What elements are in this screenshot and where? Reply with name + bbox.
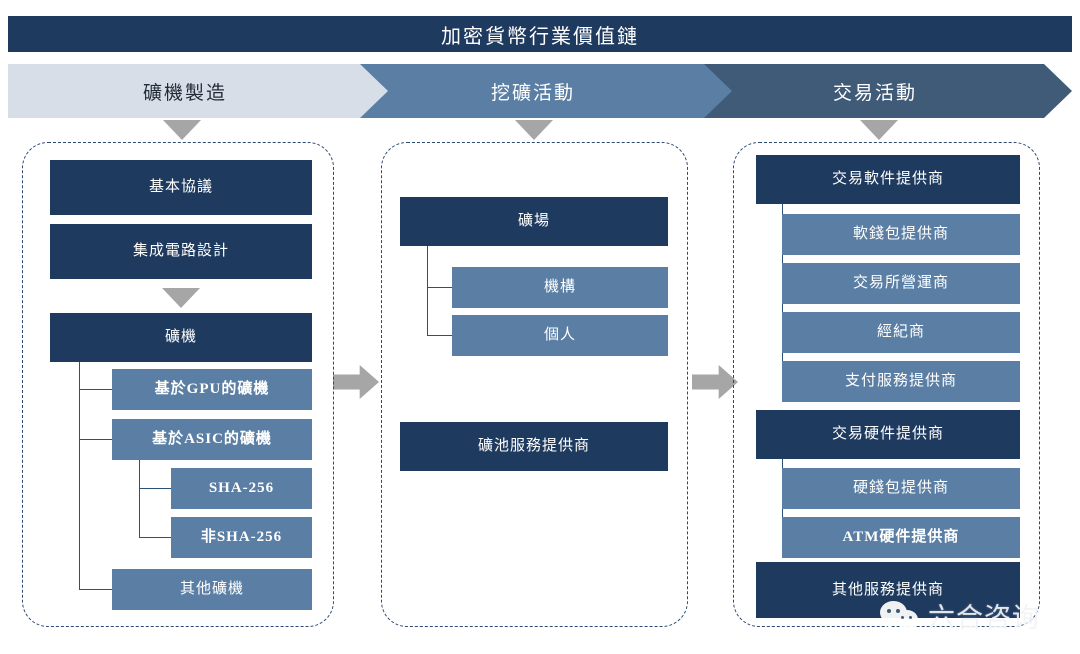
wechat-eye <box>901 615 904 619</box>
connector-trunk-miner <box>79 362 81 590</box>
wechat-eye <box>909 615 912 619</box>
down-arrow-icon-mining <box>515 120 553 140</box>
chevron-shape <box>704 64 1072 118</box>
stage-chevron-trading[interactable]: 交易活動 <box>704 64 1072 118</box>
node-non-sha256[interactable]: 非SHA-256 <box>171 517 312 558</box>
node-trade-hardware-provider[interactable]: 交易硬件提供商 <box>756 410 1020 459</box>
down-arrow-icon-hardware <box>163 120 201 140</box>
node-broker[interactable]: 經紀商 <box>782 312 1020 353</box>
node-exchange-operator[interactable]: 交易所營運商 <box>782 263 1020 304</box>
stage-chevron-hardware[interactable]: 礦機製造 <box>8 64 388 118</box>
watermark: 六合咨询 <box>880 596 1040 635</box>
node-hard-wallet-provider[interactable]: 硬錢包提供商 <box>782 468 1020 509</box>
node-pool-service-provider[interactable]: 礦池服務提供商 <box>400 422 668 471</box>
node-asic-miner[interactable]: 基於ASIC的礦機 <box>112 419 312 460</box>
chevron-shape <box>360 64 732 118</box>
chart-title-bar: 加密貨幣行業價值鏈 <box>8 16 1072 52</box>
connector-branch-non-sha256 <box>139 537 171 539</box>
column-container-mining-hardware <box>22 142 334 627</box>
node-mining-farm[interactable]: 礦場 <box>400 197 668 246</box>
node-institution[interactable]: 機構 <box>452 267 668 308</box>
column-container-mining-activity <box>381 142 688 627</box>
wechat-eye <box>896 608 900 613</box>
connector-branch-asic <box>79 439 112 441</box>
wechat-eye <box>887 608 891 613</box>
node-basic-protocol[interactable]: 基本協議 <box>50 160 312 215</box>
connector-branch-gpu <box>79 389 112 391</box>
node-miner[interactable]: 礦機 <box>50 313 312 362</box>
node-soft-wallet-provider[interactable]: 軟錢包提供商 <box>782 214 1020 255</box>
flow-arrow-icon-1 <box>333 365 379 399</box>
node-sha256[interactable]: SHA-256 <box>171 468 312 509</box>
down-arrow-icon-trading <box>860 120 898 140</box>
stage-label-hardware: 礦機製造 <box>142 82 227 104</box>
node-individual[interactable]: 個人 <box>452 315 668 356</box>
node-ic-design[interactable]: 集成電路設計 <box>50 224 312 279</box>
arrow-shape <box>692 365 738 399</box>
stage-label-mining: 挖礦活動 <box>490 82 575 104</box>
node-payment-service-provider[interactable]: 支付服務提供商 <box>782 361 1020 402</box>
stage-chevron-mining[interactable]: 挖礦活動 <box>360 64 732 118</box>
chevron-shape <box>8 64 388 118</box>
flow-arrow-icon-2 <box>692 365 738 399</box>
stage-chevron-band: 交易活動 挖礦活動 礦機製造 <box>8 64 1072 118</box>
chart-title: 加密貨幣行業價值鏈 <box>441 25 639 48</box>
stage-label-trading: 交易活動 <box>832 82 917 104</box>
node-atm-hardware-provider[interactable]: ATM硬件提供商 <box>782 517 1020 558</box>
connector-trunk-asic <box>139 460 141 538</box>
node-gpu-miner[interactable]: 基於GPU的礦機 <box>112 369 312 410</box>
node-other-service-provider[interactable]: 其他服務提供商 <box>756 562 1020 618</box>
connector-branch-institution <box>427 287 452 289</box>
node-trade-software-provider[interactable]: 交易軟件提供商 <box>756 155 1020 204</box>
connector-branch-other <box>79 589 112 591</box>
connector-trunk-farm <box>427 246 429 336</box>
connector-branch-individual <box>427 335 452 337</box>
wechat-bubble-small <box>896 609 918 633</box>
watermark-text: 六合咨询 <box>928 603 1040 633</box>
connector-branch-sha256 <box>139 488 171 490</box>
node-other-miner[interactable]: 其他礦機 <box>112 569 312 610</box>
wechat-icon <box>880 600 920 633</box>
arrow-shape <box>333 365 379 399</box>
